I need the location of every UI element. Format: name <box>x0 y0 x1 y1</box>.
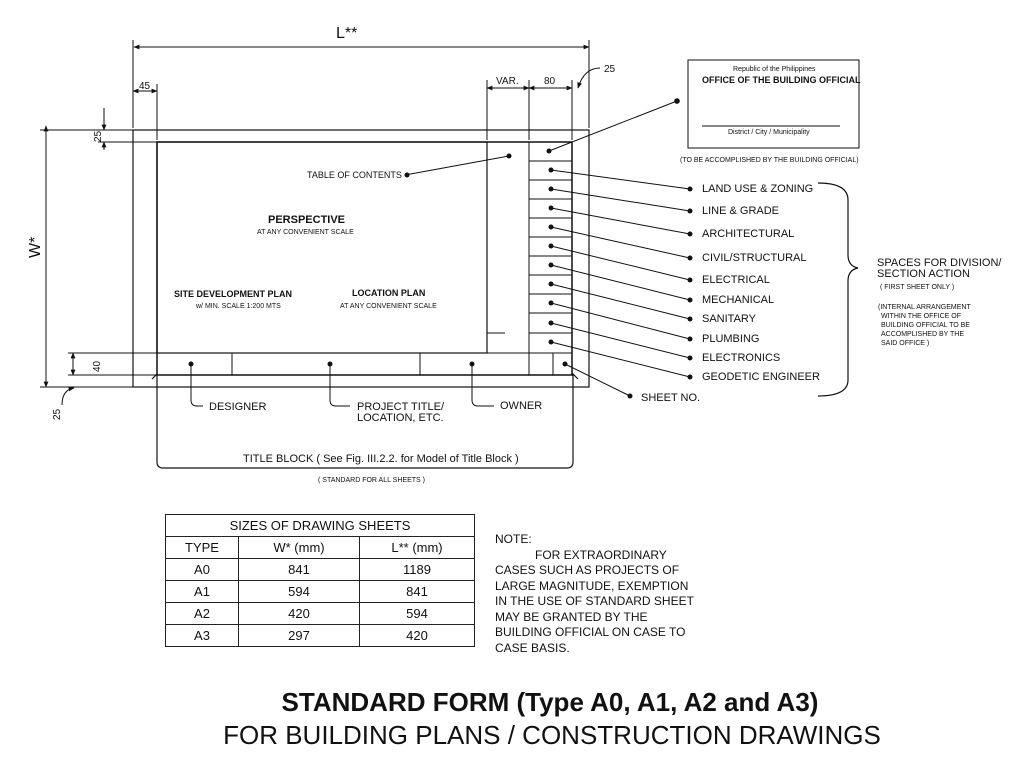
division-note-line3: ( FIRST SHEET ONLY ) <box>880 284 954 291</box>
table-header-row: TYPE W* (mm) L** (mm) <box>165 536 475 559</box>
official-line2: OFFICE OF THE BUILDING OFFICIAL <box>702 75 861 85</box>
location-plan-scale-note: AT ANY CONVENIENT SCALE <box>340 303 437 310</box>
table-row: A3 297 420 <box>165 624 475 647</box>
sheet-sizes-table: SIZES OF DRAWING SHEETS TYPE W* (mm) L**… <box>165 514 475 647</box>
page-subtitle: FOR BUILDING PLANS / CONSTRUCTION DRAWIN… <box>223 720 881 750</box>
building-official-box: Republic of the Philippines OFFICE OF TH… <box>546 59 861 164</box>
table-cell: A2 <box>165 602 239 625</box>
division-note-line2: SECTION ACTION <box>877 268 970 280</box>
table-cell: 420 <box>238 602 360 625</box>
bottom-margin-label: 25 <box>52 408 63 420</box>
division-note-detail: WITHIN THE OFFICE OF <box>881 313 961 320</box>
division-item: PLUMBING <box>548 300 759 345</box>
table-cell: 420 <box>359 624 475 647</box>
column-header: TYPE <box>165 536 239 559</box>
note-body: FOR EXTRAORDINARY CASES SUCH AS PROJECTS… <box>495 547 694 655</box>
var-label: VAR. <box>496 76 519 87</box>
title-block-subcaption: ( STANDARD FOR ALL SHEETS ) <box>318 477 425 484</box>
left-margin-label: 45 <box>139 81 151 92</box>
division-item: ARCHITECTURAL <box>548 205 794 240</box>
table-row: A1 594 841 <box>165 580 475 603</box>
division-label: SANITARY <box>702 313 757 325</box>
table-cell: 594 <box>238 580 360 603</box>
division-item: LAND USE & ZONING <box>548 167 813 195</box>
right-margin-label: 25 <box>604 64 616 75</box>
site-plan-scale-note: w/ MIN. SCALE 1:200 MTS <box>195 303 281 310</box>
table-cell: 1189 <box>359 558 475 581</box>
owner-label: OWNER <box>500 400 542 412</box>
location-plan-label: LOCATION PLAN <box>352 288 425 298</box>
division-label: PLUMBING <box>702 333 759 345</box>
division-label: ARCHITECTURAL <box>702 228 794 240</box>
page-title: STANDARD FORM (Type A0, A1, A2 and A3) <box>281 687 819 717</box>
official-caption: (TO BE ACCOMPLISHED BY THE BUILDING OFFI… <box>680 157 859 164</box>
table-cell: 841 <box>359 580 475 603</box>
dimension-lines: L** 45 VAR. 80 25 W* 25 40 25 <box>27 25 616 420</box>
division-note-line1: SPACES FOR DIVISION/ <box>877 257 1002 269</box>
division-item: LINE & GRADE <box>548 186 779 217</box>
table-cell: A0 <box>165 558 239 581</box>
division-label: LAND USE & ZONING <box>702 183 813 195</box>
sheet-no-item: SHEET NO. <box>562 361 700 404</box>
column-label: 80 <box>544 76 556 87</box>
table-of-contents-label: TABLE OF CONTENTS <box>307 170 402 180</box>
division-leaders: LAND USE & ZONING LINE & GRADE ARCHITECT… <box>548 167 1002 404</box>
length-label: L** <box>336 25 357 42</box>
division-note-detail: SAID OFFICE ) <box>881 340 929 347</box>
division-item: GEODETIC ENGINEER <box>548 339 820 383</box>
division-item: MECHANICAL <box>548 262 774 306</box>
top-margin-label: 25 <box>93 130 104 142</box>
project-title-label: PROJECT TITLE/ <box>357 401 445 413</box>
table-cell: 297 <box>238 624 360 647</box>
table-cell: A1 <box>165 580 239 603</box>
division-label: CIVIL/STRUCTURAL <box>702 252 807 264</box>
division-label: LINE & GRADE <box>702 205 779 217</box>
project-location-label: LOCATION, ETC. <box>357 412 444 424</box>
width-label: W* <box>27 237 44 258</box>
division-label: MECHANICAL <box>702 294 774 306</box>
site-plan-label: SITE DEVELOPMENT PLAN <box>174 289 292 299</box>
division-item: ELECTRONICS <box>548 320 780 364</box>
division-label: ELECTRONICS <box>702 352 780 364</box>
table-row: A2 420 594 <box>165 602 475 625</box>
division-note-detail: BUILDING OFFICIAL TO BE <box>881 322 970 329</box>
column-header: L** (mm) <box>359 536 475 559</box>
division-note-detail: (INTERNAL ARRANGEMENT <box>878 304 971 311</box>
division-note-detail: ACCOMPLISHED BY THE <box>881 331 964 338</box>
title-block-leaders: DESIGNER PROJECT TITLE/ LOCATION, ETC. O… <box>151 361 579 484</box>
sheet-no-label: SHEET NO. <box>641 392 700 404</box>
drawing-sheet: PERSPECTIVE AT ANY CONVENIENT SCALE SITE… <box>132 129 590 388</box>
title-block-caption: TITLE BLOCK ( See Fig. III.2.2. for Mode… <box>243 453 519 465</box>
division-item: CIVIL/STRUCTURAL <box>548 224 807 264</box>
division-cells <box>529 160 572 334</box>
official-line3: District / City / Municipality <box>728 129 810 136</box>
perspective-scale-note: AT ANY CONVENIENT SCALE <box>257 229 354 236</box>
designer-label: DESIGNER <box>209 401 267 413</box>
official-line1: Republic of the Philippines <box>733 66 816 73</box>
division-brace <box>817 182 859 397</box>
column-header: W* (mm) <box>238 536 360 559</box>
table-cell: A3 <box>165 624 239 647</box>
division-item: ELECTRICAL <box>548 243 770 286</box>
table-row: A0 841 1189 <box>165 558 475 581</box>
note-title: NOTE: <box>495 532 532 546</box>
exemption-note: NOTE: FOR EXTRAORDINARY CASES SUCH AS PR… <box>495 532 735 656</box>
division-item: SANITARY <box>548 281 757 325</box>
table-cell: 594 <box>359 602 475 625</box>
division-label: ELECTRICAL <box>702 274 770 286</box>
title-block-height-label: 40 <box>92 360 103 372</box>
table-cell: 841 <box>238 558 360 581</box>
perspective-label: PERSPECTIVE <box>268 214 345 226</box>
division-label: GEODETIC ENGINEER <box>702 371 820 383</box>
sheet-sizes-title: SIZES OF DRAWING SHEETS <box>165 514 475 536</box>
